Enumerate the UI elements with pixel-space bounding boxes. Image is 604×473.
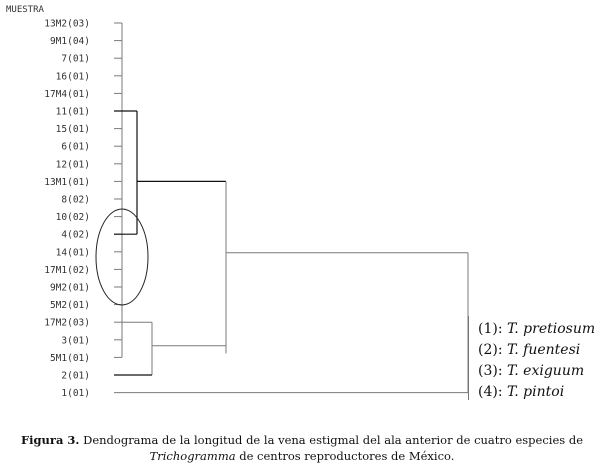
sample-label: 6(01)	[61, 142, 90, 153]
caption-text-1: Dendograma de la longitud de la vena est…	[79, 433, 583, 447]
legend-num-1: (1):	[478, 321, 507, 337]
sample-label: 14(01)	[56, 247, 90, 258]
sample-label: 4(02)	[61, 230, 90, 241]
sample-label: 11(01)	[56, 107, 90, 118]
legend-item-2: (2): T. fuentesi	[478, 342, 580, 358]
sample-label: 13M2(03)	[44, 19, 90, 30]
legend: (1): T. pretiosum (2): T. fuentesi (3): …	[468, 316, 595, 400]
legend-species-2: T. fuentesi	[507, 342, 580, 358]
sample-label: 8(02)	[61, 195, 90, 206]
sample-label: 2(01)	[61, 371, 90, 382]
sample-label: 16(01)	[56, 71, 90, 82]
sample-label: 13M1(01)	[44, 177, 90, 188]
caption-genus: Trichogramma	[149, 449, 236, 463]
sample-label: 7(01)	[61, 54, 90, 65]
sample-label: 1(01)	[61, 388, 90, 399]
sample-label: 5M2(01)	[50, 300, 90, 311]
caption-text-2: de centros reproductores de México.	[235, 449, 455, 463]
sample-label: 15(01)	[56, 124, 90, 135]
sample-label: 3(01)	[61, 335, 90, 346]
legend-item-3: (3): T. exiguum	[478, 363, 584, 379]
muestra-header: MUESTRA	[6, 5, 45, 15]
caption-label: Figura 3.	[20, 433, 80, 447]
legend-species-4: T. pintoi	[507, 384, 564, 400]
legend-num-4: (4):	[478, 384, 507, 400]
cluster-ellipse	[95, 208, 149, 306]
legend-num-2: (2):	[478, 342, 507, 358]
sample-label: 5M1(01)	[50, 353, 90, 364]
sample-label: 9M2(01)	[50, 283, 90, 294]
legend-item-4: (4): T. pintoi	[478, 384, 564, 400]
sample-label: 10(02)	[56, 212, 90, 223]
legend-species-1: T. pretiosum	[507, 321, 595, 337]
dendrogram-branches	[114, 22, 469, 394]
legend-bracket	[468, 316, 469, 400]
sample-label: 17M1(02)	[44, 265, 90, 276]
sample-label: 9M1(04)	[50, 36, 90, 47]
legend-item-1: (1): T. pretiosum	[478, 321, 595, 337]
sample-label: 17M2(03)	[44, 318, 90, 329]
figure-caption: Figura 3. Dendograma de la longitud de l…	[20, 432, 584, 464]
sample-label: 12(01)	[56, 159, 90, 170]
sample-label: 17M4(01)	[44, 89, 90, 100]
legend-num-3: (3):	[478, 363, 507, 379]
legend-species-3: T. exiguum	[507, 363, 584, 379]
sample-labels: 13M2(03) 9M1(04) 7(01) 16(01) 17M4(01) 11(01)…	[44, 19, 90, 400]
